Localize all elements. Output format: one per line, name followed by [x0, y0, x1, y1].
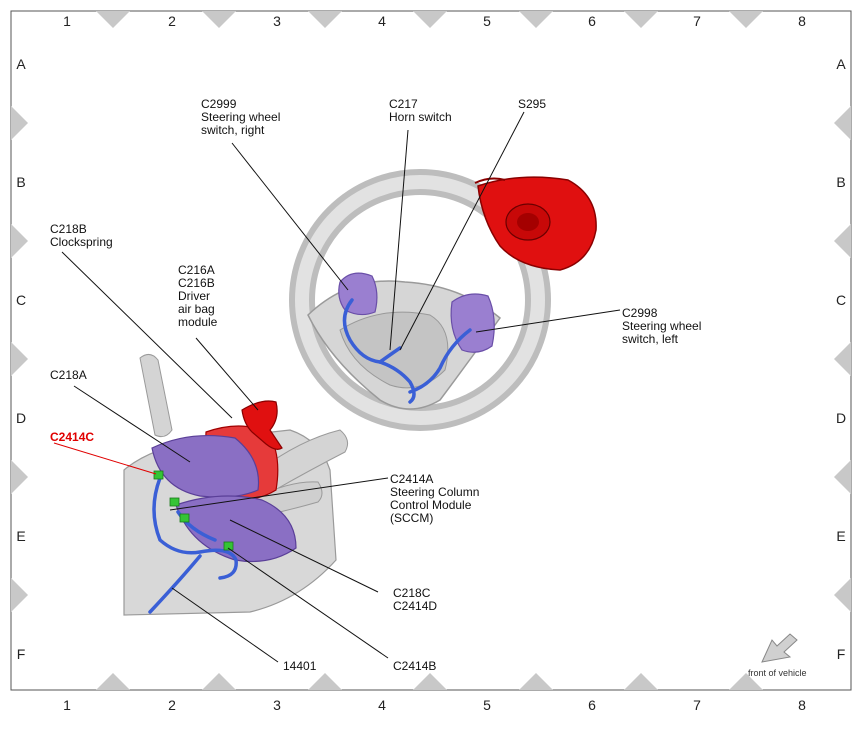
grid-number-bottom-6: 6 [588, 697, 596, 713]
grid-number-bottom-4: 4 [378, 697, 386, 713]
grid-number-bottom-3: 3 [273, 697, 281, 713]
grid-letter-left-f: F [16, 646, 26, 662]
label-c2999: C2999 Steering wheel switch, right [201, 97, 281, 137]
grid-number-top-6: 6 [588, 13, 596, 29]
grid-number-bottom-2: 2 [168, 697, 176, 713]
leader-line-c2414c [53, 442, 157, 475]
front-arrow-icon [761, 633, 798, 663]
sccm-module [151, 434, 297, 563]
grid-letter-left-e: E [16, 528, 26, 544]
label-c217: C217 Horn switch [389, 97, 452, 124]
grid-markers-bottom [96, 673, 763, 690]
grid-letter-left-d: D [15, 410, 27, 426]
grid-letter-right-b: B [836, 174, 846, 190]
label-c218b: C218B Clockspring [50, 222, 113, 249]
label-c2414a: C2414A Steering Column Control Module (S… [390, 472, 480, 525]
grid-letter-right-e: E [836, 528, 846, 544]
label-s295: S295 [518, 97, 547, 111]
grid-number-top-2: 2 [168, 13, 176, 29]
airbag-module-connector [241, 400, 283, 450]
label-c216: C216A C216B Driver air bag module [178, 263, 218, 329]
label-c2998: C2998 Steering wheel switch, left [622, 306, 702, 346]
grid-letter-right-a: A [836, 56, 846, 72]
grid-number-top-5: 5 [483, 13, 491, 29]
label-c2414b: C2414B [393, 659, 437, 673]
grid-number-top-3: 3 [273, 13, 281, 29]
grid-letter-right-d: D [835, 410, 847, 426]
leader-lines [61, 111, 621, 663]
steering-wheel-switch-right [338, 272, 378, 316]
grid-letter-right-f: F [836, 646, 846, 662]
grid-number-top-1: 1 [63, 13, 71, 29]
grid-number-top-4: 4 [378, 13, 386, 29]
green-connectors [153, 470, 234, 551]
label-c218c: C218C C2414D [393, 586, 438, 613]
front-of-vehicle-label: front of vehicle [748, 668, 807, 678]
grid-number-bottom-8: 8 [798, 697, 806, 713]
grid-letter-right-c: C [835, 292, 847, 308]
grid-number-top-7: 7 [693, 13, 701, 29]
label-14401: 14401 [283, 659, 317, 673]
grid-markers-right [834, 106, 851, 612]
grid-number-bottom-7: 7 [693, 697, 701, 713]
grid-letter-left-b: B [16, 174, 26, 190]
grid-number-bottom-5: 5 [483, 697, 491, 713]
grid-letter-left-a: A [16, 56, 26, 72]
label-c2414c: C2414C [50, 430, 95, 444]
grid-number-bottom-1: 1 [63, 697, 71, 713]
wheel-harness [342, 298, 472, 404]
driver-airbag-module [474, 176, 597, 271]
label-c218a: C218A [50, 368, 87, 382]
grid-letter-left-c: C [15, 292, 27, 308]
grid-number-top-8: 8 [798, 13, 806, 29]
grid-markers-left [11, 106, 28, 612]
grid-markers-top [96, 11, 763, 28]
